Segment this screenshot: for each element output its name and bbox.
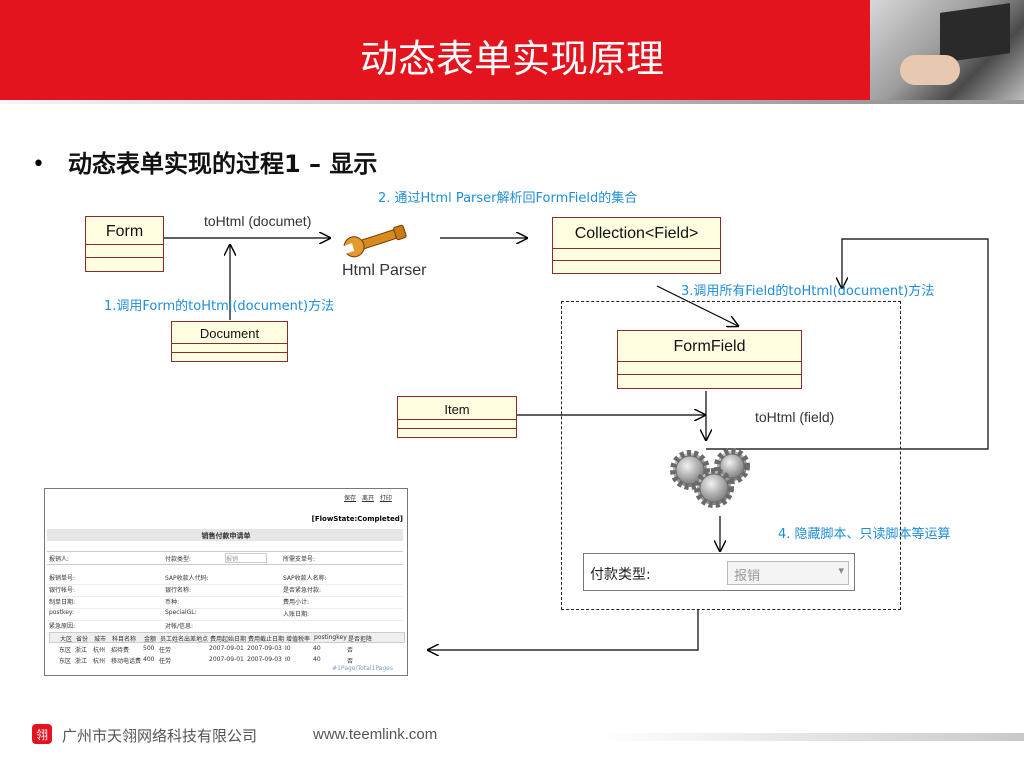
company-logo: 翎 <box>30 722 54 746</box>
step4-note: 4. 隐藏脚本、只读脚本等运算 <box>778 523 951 542</box>
save-button[interactable]: 保存 <box>344 495 356 502</box>
form-fields: 报销单号: SAP收款人代码: SAP收款人名称: 银行帐号: 银行名称: 是否… <box>47 573 403 633</box>
footer-divider <box>600 733 1024 741</box>
grid-cell: 省份 <box>76 634 88 643</box>
gears-icon <box>666 448 761 510</box>
svg-text:翎: 翎 <box>36 728 48 742</box>
html-parser-label: Html Parser <box>342 262 426 280</box>
grid-cell: 移动电话费 <box>111 656 141 665</box>
grid-cell: 东区 <box>59 656 71 665</box>
grid-cell: 浙江 <box>75 656 87 665</box>
form-box: Form <box>85 216 164 272</box>
grid-cell: I0 <box>285 645 291 652</box>
grid-cell: 金额 <box>144 634 156 643</box>
company-website[interactable]: www.teemlink.com <box>313 726 437 743</box>
grid-cell: 否 <box>347 645 353 654</box>
tohtml-field-label: toHtml (field) <box>755 409 834 425</box>
grid-cell: 任劳 <box>159 656 171 665</box>
collection-box: Collection<Field> <box>552 217 721 274</box>
form-screenshot: 保存 离开 打印 [FlowState:Completed] 销售付款申请单 报… <box>44 488 408 676</box>
grid-cell: 出差地点 <box>184 634 208 643</box>
grid-cell: 东区 <box>59 645 71 654</box>
step2-note: 2. 通过Html Parser解析回FormField的集合 <box>378 187 637 206</box>
payment-type-label: 付款类型: <box>590 564 651 584</box>
leave-button[interactable]: 离开 <box>362 495 374 502</box>
grid-cell: 否 <box>347 656 353 665</box>
grid-cell: 科目名称 <box>112 634 136 643</box>
grid-cell: 杭州 <box>93 645 105 654</box>
grid-cell: 增值税率 <box>286 634 310 643</box>
grid-cell: 杭州 <box>93 656 105 665</box>
grid-cell: 费用起始日期 <box>210 634 246 643</box>
item-box: Item <box>397 396 517 438</box>
item-box-label: Item <box>398 402 516 417</box>
flow-state: [FlowState:Completed] <box>312 515 403 523</box>
form-row-1: 报销人: 付款类型: 报销 所需支单号: <box>47 551 403 565</box>
document-box-label: Document <box>172 326 287 341</box>
collection-box-label: Collection<Field> <box>553 225 720 243</box>
form-action-buttons: 保存 离开 打印 <box>344 493 392 502</box>
grid-cell: 是否拒降 <box>348 634 372 643</box>
grid-cell: 2007-09-01 <box>209 645 244 652</box>
grid-cell: 员工姓名 <box>160 634 184 643</box>
company-name: 广州市天翎网络科技有限公司 <box>62 725 257 746</box>
payment-type-value: 报销 <box>734 565 760 584</box>
grid-cell: 费用截止日期 <box>248 634 284 643</box>
grid-cell: 40 <box>313 645 321 652</box>
formfield-box: FormField <box>617 330 802 389</box>
grid-header: 大区省份城市科目名称金额员工姓名出差地点费用起始日期费用截止日期增值税率 post… <box>49 632 405 643</box>
form-box-label: Form <box>86 223 163 241</box>
grid-cell: I0 <box>285 656 291 663</box>
grid-cell: 500 <box>143 645 154 652</box>
form-title: 销售付款申请单 <box>45 531 407 541</box>
grid-pager[interactable]: #1Page/Total1Pages <box>332 665 393 672</box>
print-button[interactable]: 打印 <box>380 495 392 502</box>
document-box: Document <box>171 321 288 362</box>
grid-cell: 40 <box>313 656 321 663</box>
grid-cell: 2007-09-03 <box>247 656 282 663</box>
step1-note: 1.调用Form的toHtml(document)方法 <box>104 295 334 314</box>
grid-cell: postingkey <box>314 634 347 641</box>
step3-note: 3.调用所有Field的toHtml(document)方法 <box>681 280 934 299</box>
grid-cell: 城市 <box>94 634 106 643</box>
payment-type-select[interactable]: 报销 ▾ <box>727 561 849 585</box>
grid-cell: 400 <box>143 656 154 663</box>
grid-cell: 浙江 <box>75 645 87 654</box>
wrench-icon <box>340 222 410 258</box>
tohtml-document-label: toHtml (documet) <box>204 213 311 229</box>
grid-cell: 大区 <box>60 634 72 643</box>
grid-cell: 2007-09-01 <box>209 656 244 663</box>
payment-type-widget: 付款类型: 报销 ▾ <box>583 553 855 591</box>
grid-cell: 招待费 <box>111 645 129 654</box>
formfield-box-label: FormField <box>618 338 801 356</box>
arrow-output-to-form <box>428 610 698 650</box>
grid-cell: 2007-09-03 <box>247 645 282 652</box>
chevron-down-icon[interactable]: ▾ <box>838 564 844 577</box>
grid-cell: 任劳 <box>159 645 171 654</box>
